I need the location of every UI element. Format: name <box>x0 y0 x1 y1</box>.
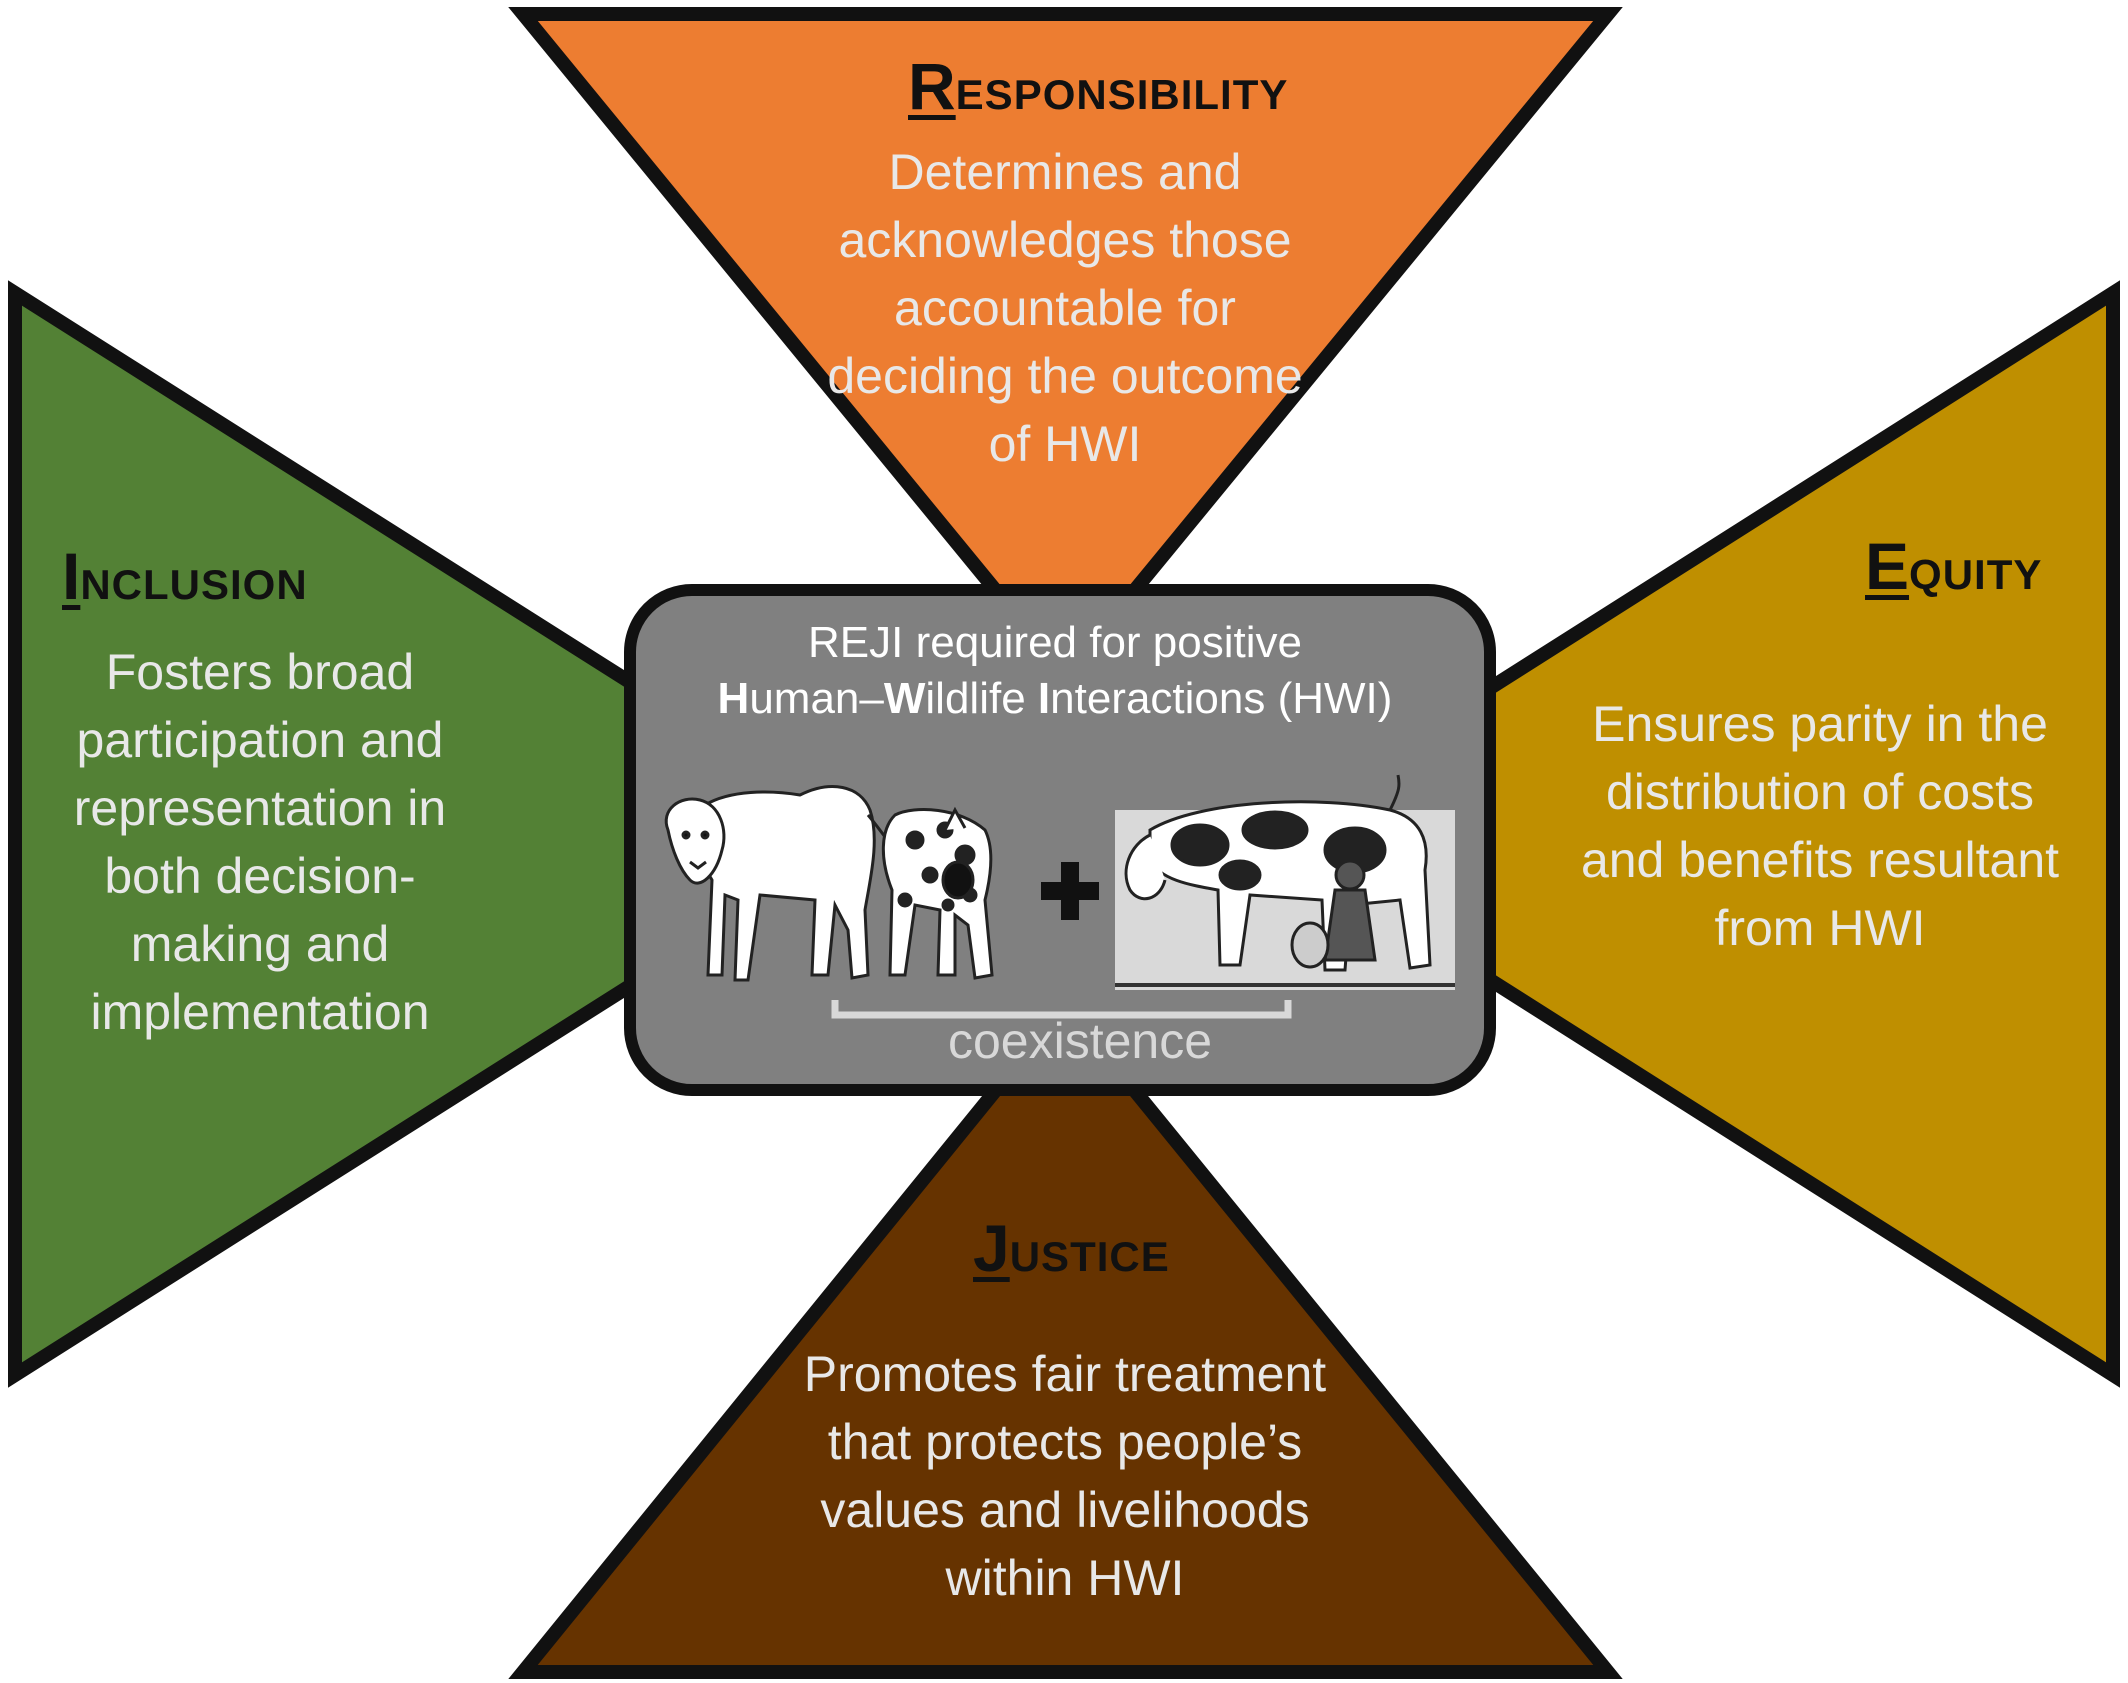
equity-triangle <box>1246 280 2120 1388</box>
justice-heading: JUSTICE <box>973 1210 1170 1286</box>
cow-milking-illustration <box>1115 774 1455 990</box>
responsibility-heading-rest: ESPONSIBILITY <box>955 71 1289 118</box>
equity-line: from HWI <box>1714 900 1926 956</box>
wildlife-rest: ildlife <box>925 674 1038 723</box>
human-rest: uman– <box>749 674 884 723</box>
equity-line: and benefits resultant <box>1580 832 2060 888</box>
equity-line: distribution of costs <box>1606 764 2034 820</box>
justice-initial: J <box>973 1211 1010 1285</box>
inclusion-triangle <box>7 280 884 1388</box>
inclusion-initial: I <box>62 539 81 613</box>
inclusion-description: Fosters broad participation and represen… <box>30 638 490 1046</box>
inclusion-line: both decision- <box>104 848 416 904</box>
responsibility-triangle <box>508 6 1623 687</box>
responsibility-initial: R <box>908 49 956 123</box>
coexistence-label: coexistence <box>947 1013 1213 1069</box>
plus-icon <box>1041 862 1099 920</box>
center-title-line2: Human–Wildlife Interactions (HWI) <box>640 671 1470 727</box>
equity-heading-rest: QUITY <box>1909 551 2043 598</box>
responsibility-heading: RESPONSIBILITY <box>908 48 1288 124</box>
interactions-initial: I <box>1037 674 1051 723</box>
justice-line: within HWI <box>945 1550 1185 1606</box>
equity-line: Ensures parity in the <box>1592 696 2048 752</box>
justice-line: Promotes fair treatment <box>803 1346 1327 1402</box>
inclusion-line: Fosters broad <box>105 644 415 700</box>
equity-description: Ensures parity in the distribution of co… <box>1540 690 2100 962</box>
inclusion-line: implementation <box>90 984 430 1040</box>
coexistence-bracket <box>831 1000 1292 1019</box>
human-initial: H <box>717 674 750 723</box>
inclusion-heading: INCLUSION <box>62 538 308 614</box>
responsibility-line: Determines and <box>888 144 1242 200</box>
justice-line: that protects people’s <box>827 1414 1303 1470</box>
justice-heading-rest: USTICE <box>1009 1233 1170 1280</box>
inclusion-heading-rest: NCLUSION <box>80 561 308 608</box>
inclusion-line: representation in <box>73 780 447 836</box>
interactions-rest: nteractions (HWI) <box>1050 674 1393 723</box>
equity-initial: E <box>1865 529 1910 603</box>
justice-line: values and livelihoods <box>820 1482 1310 1538</box>
wildlife-initial: W <box>883 674 926 723</box>
center-title-line1: REJI required for positive <box>808 618 1302 667</box>
responsibility-line: deciding the outcome <box>827 348 1303 404</box>
justice-description: Promotes fair treatment that protects pe… <box>745 1340 1385 1612</box>
responsibility-description: Determines and acknowledges those accoun… <box>715 138 1415 478</box>
justice-triangle <box>508 993 1623 1679</box>
inclusion-line: participation and <box>76 712 444 768</box>
equity-heading: EQUITY <box>1865 528 2042 604</box>
responsibility-line: accountable for <box>894 280 1236 336</box>
center-title: REJI required for positive Human–Wildlif… <box>640 615 1470 727</box>
responsibility-line: of HWI <box>988 416 1142 472</box>
hyena-illustration <box>881 806 994 980</box>
responsibility-line: acknowledges those <box>838 212 1292 268</box>
inclusion-line: making and <box>130 916 390 972</box>
lion-illustration <box>664 785 920 982</box>
